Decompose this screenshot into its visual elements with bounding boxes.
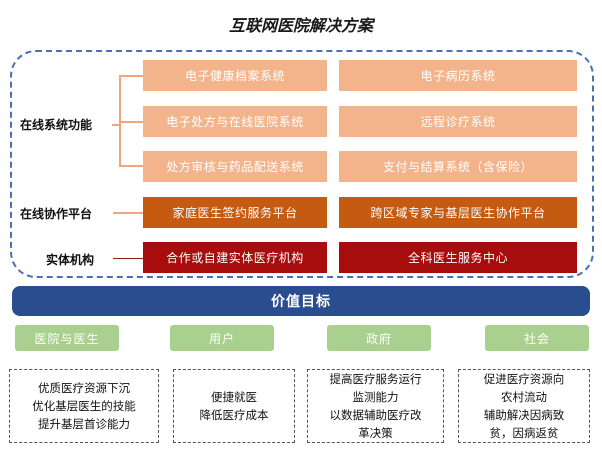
note-line: 革决策	[358, 426, 393, 440]
online-system-frame	[10, 50, 594, 278]
note-line: 优质医疗资源下沉	[38, 381, 130, 395]
bracket-vertical	[119, 75, 121, 166]
ehr-system-box: 电子健康档案系统	[143, 60, 327, 91]
emr-system-box: 电子病历系统	[339, 60, 577, 91]
note-line: 以数据辅助医疗改	[329, 408, 422, 422]
payment-system-box: 支付与结算系统（含保险）	[339, 151, 577, 182]
note-line: 贫，因病返贫	[489, 426, 559, 440]
note-line: 监测能力	[352, 390, 399, 404]
e-prescription-system-box: 电子处方与在线医院系统	[143, 106, 327, 137]
bracket-bottom	[119, 165, 143, 167]
physical-connector	[113, 258, 143, 259]
collab-platform-label: 在线协作平台	[20, 207, 93, 221]
stakeholder-society: 社会	[485, 325, 589, 351]
note-line: 降低医疗成本	[199, 408, 269, 422]
note-line: 促进医疗资源向	[483, 372, 565, 386]
collab-connector	[113, 212, 143, 214]
stakeholder-user: 用户	[170, 325, 274, 351]
note-line: 农村流动	[501, 390, 547, 404]
online-functions-label: 在线系统功能	[20, 118, 93, 132]
note-line: 便捷就医	[211, 390, 257, 404]
prescription-review-system-box: 处方审核与药品配送系统	[143, 151, 327, 182]
physical-institution-label: 实体机构	[46, 253, 95, 267]
bracket-top	[119, 75, 143, 77]
diagram-title: 互联网医院解决方案	[228, 16, 373, 35]
bracket-middle	[119, 121, 143, 123]
value-target-bar: 价值目标	[12, 286, 590, 316]
stakeholder-hospital-doctor: 医院与医生	[15, 325, 119, 351]
note-line: 辅助解决因病致	[483, 408, 565, 422]
bracket-stem	[112, 124, 120, 126]
telemedicine-system-box: 远程诊疗系统	[339, 106, 577, 137]
family-doctor-platform-box: 家庭医生签约服务平台	[143, 197, 327, 228]
general-practice-center-box: 全科医生服务中心	[339, 242, 577, 273]
cross-region-platform-box: 跨区域专家与基层医生协作平台	[339, 197, 577, 228]
note-line: 优化基层医生的技能	[32, 399, 136, 413]
physical-medical-institution-box: 合作或自建实体医疗机构	[143, 242, 327, 273]
note-government: 提高医疗服务运行 监测能力 以数据辅助医疗改 革决策	[307, 369, 444, 443]
note-user: 便捷就医 降低医疗成本	[173, 369, 295, 443]
note-hospital-doctor: 优质医疗资源下沉 优化基层医生的技能 提升基层首诊能力	[9, 369, 159, 443]
note-line: 提升基层首诊能力	[38, 417, 130, 431]
note-line: 提高医疗服务运行	[329, 372, 422, 386]
stakeholder-government: 政府	[327, 325, 431, 351]
note-society: 促进医疗资源向 农村流动 辅助解决因病致 贫，因病返贫	[458, 369, 590, 443]
